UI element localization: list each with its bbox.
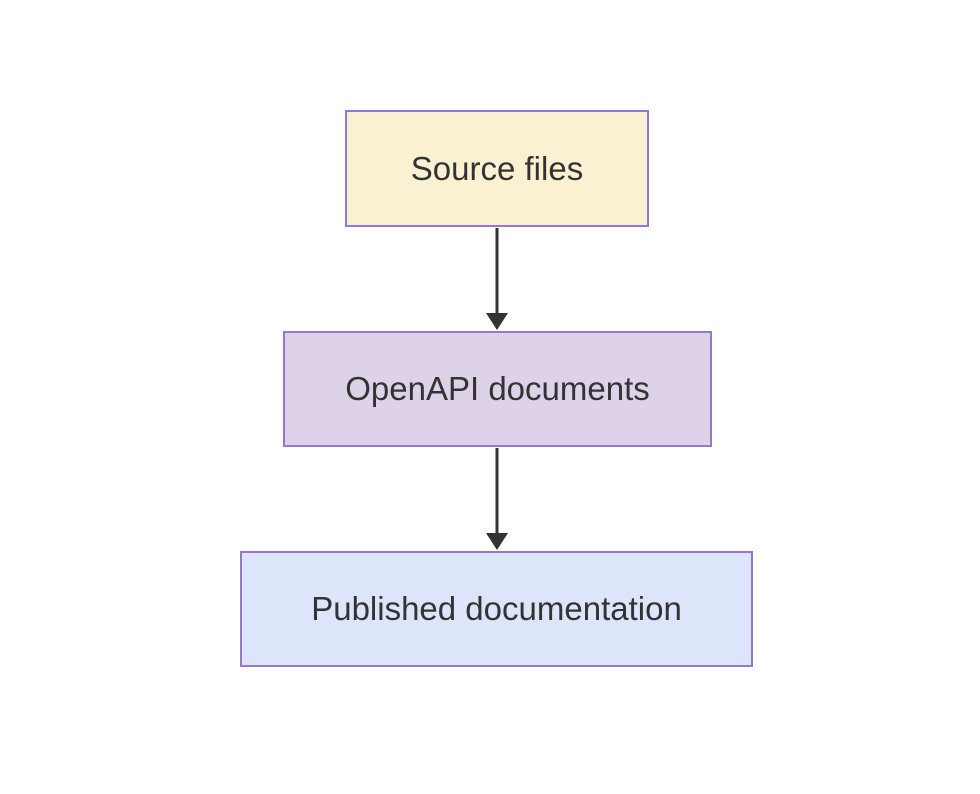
node-source-files-label: Source files	[410, 149, 584, 187]
node-openapi-documents-label: OpenAPI documents	[345, 370, 650, 408]
node-published-documentation: Published documentation	[240, 551, 753, 667]
node-openapi-documents: OpenAPI documents	[283, 331, 712, 447]
arrow-source-to-openapi	[486, 228, 508, 330]
node-source-files: Source files	[345, 110, 649, 227]
arrow-openapi-to-published	[486, 448, 508, 550]
node-published-documentation-label: Published documentation	[311, 590, 682, 628]
